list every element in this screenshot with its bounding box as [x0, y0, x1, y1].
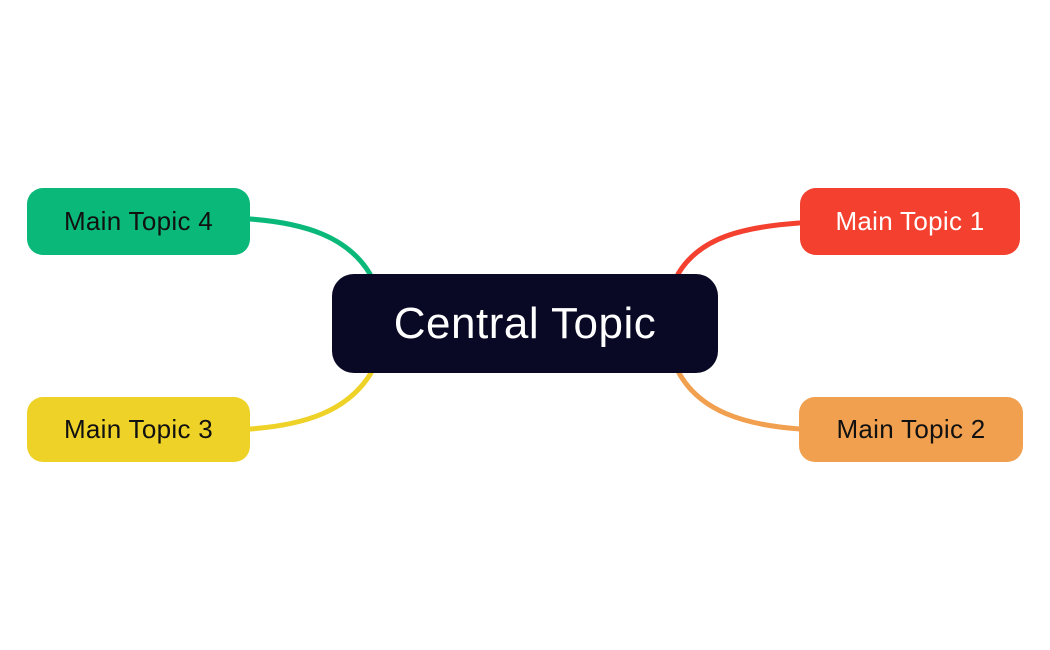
connector-central-to-topic-2 — [676, 370, 803, 432]
central-topic-node[interactable]: Central Topic — [332, 274, 718, 373]
main-topic-3-label: Main Topic 3 — [63, 414, 214, 444]
main-topic-2-node[interactable]: Main Topic 2 — [799, 397, 1023, 462]
main-topic-3-node[interactable]: Main Topic 3 — [27, 397, 250, 462]
main-topic-1-label: Main Topic 1 — [835, 206, 985, 236]
connector-central-to-topic-1 — [675, 220, 802, 277]
main-topic-2-label: Main Topic 2 — [836, 414, 986, 444]
main-topic-4-label: Main Topic 4 — [63, 206, 214, 236]
connector-central-to-topic-3 — [247, 370, 374, 432]
connector-central-to-topic-4 — [247, 216, 373, 277]
main-topic-4-node[interactable]: Main Topic 4 — [27, 188, 250, 255]
central-topic-label: Central Topic — [393, 298, 657, 348]
main-topic-1-node[interactable]: Main Topic 1 — [800, 188, 1020, 255]
